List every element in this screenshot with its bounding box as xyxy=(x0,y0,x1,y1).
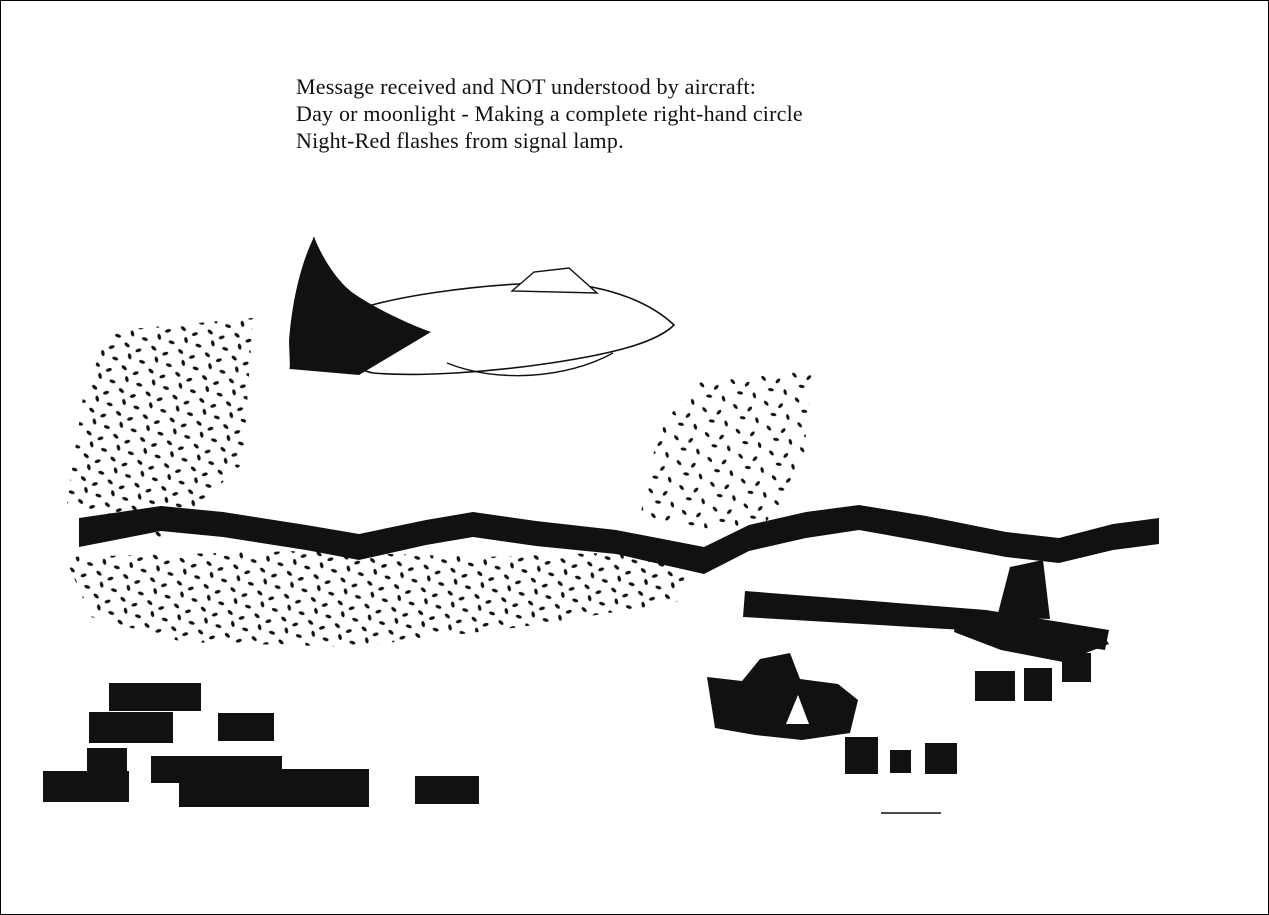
rock-cluster-center xyxy=(707,653,957,774)
ridge-silhouette xyxy=(79,505,1159,574)
rock-cluster-left xyxy=(43,683,479,807)
jet-aircraft xyxy=(289,236,676,377)
caption-line-3: Night-Red flashes from signal lamp. xyxy=(296,128,624,153)
caption-line-1: Message received and NOT understood by a… xyxy=(296,74,757,99)
stipple-field-right xyxy=(639,368,813,533)
stipple-field-foreground xyxy=(65,550,693,647)
parked-aircraft-silhouette xyxy=(954,560,1109,701)
stipple-field-left xyxy=(67,318,253,541)
caption-line-2: Day or moonlight - Making a complete rig… xyxy=(296,101,803,126)
signal-caption: Message received and NOT understood by a… xyxy=(296,73,803,154)
